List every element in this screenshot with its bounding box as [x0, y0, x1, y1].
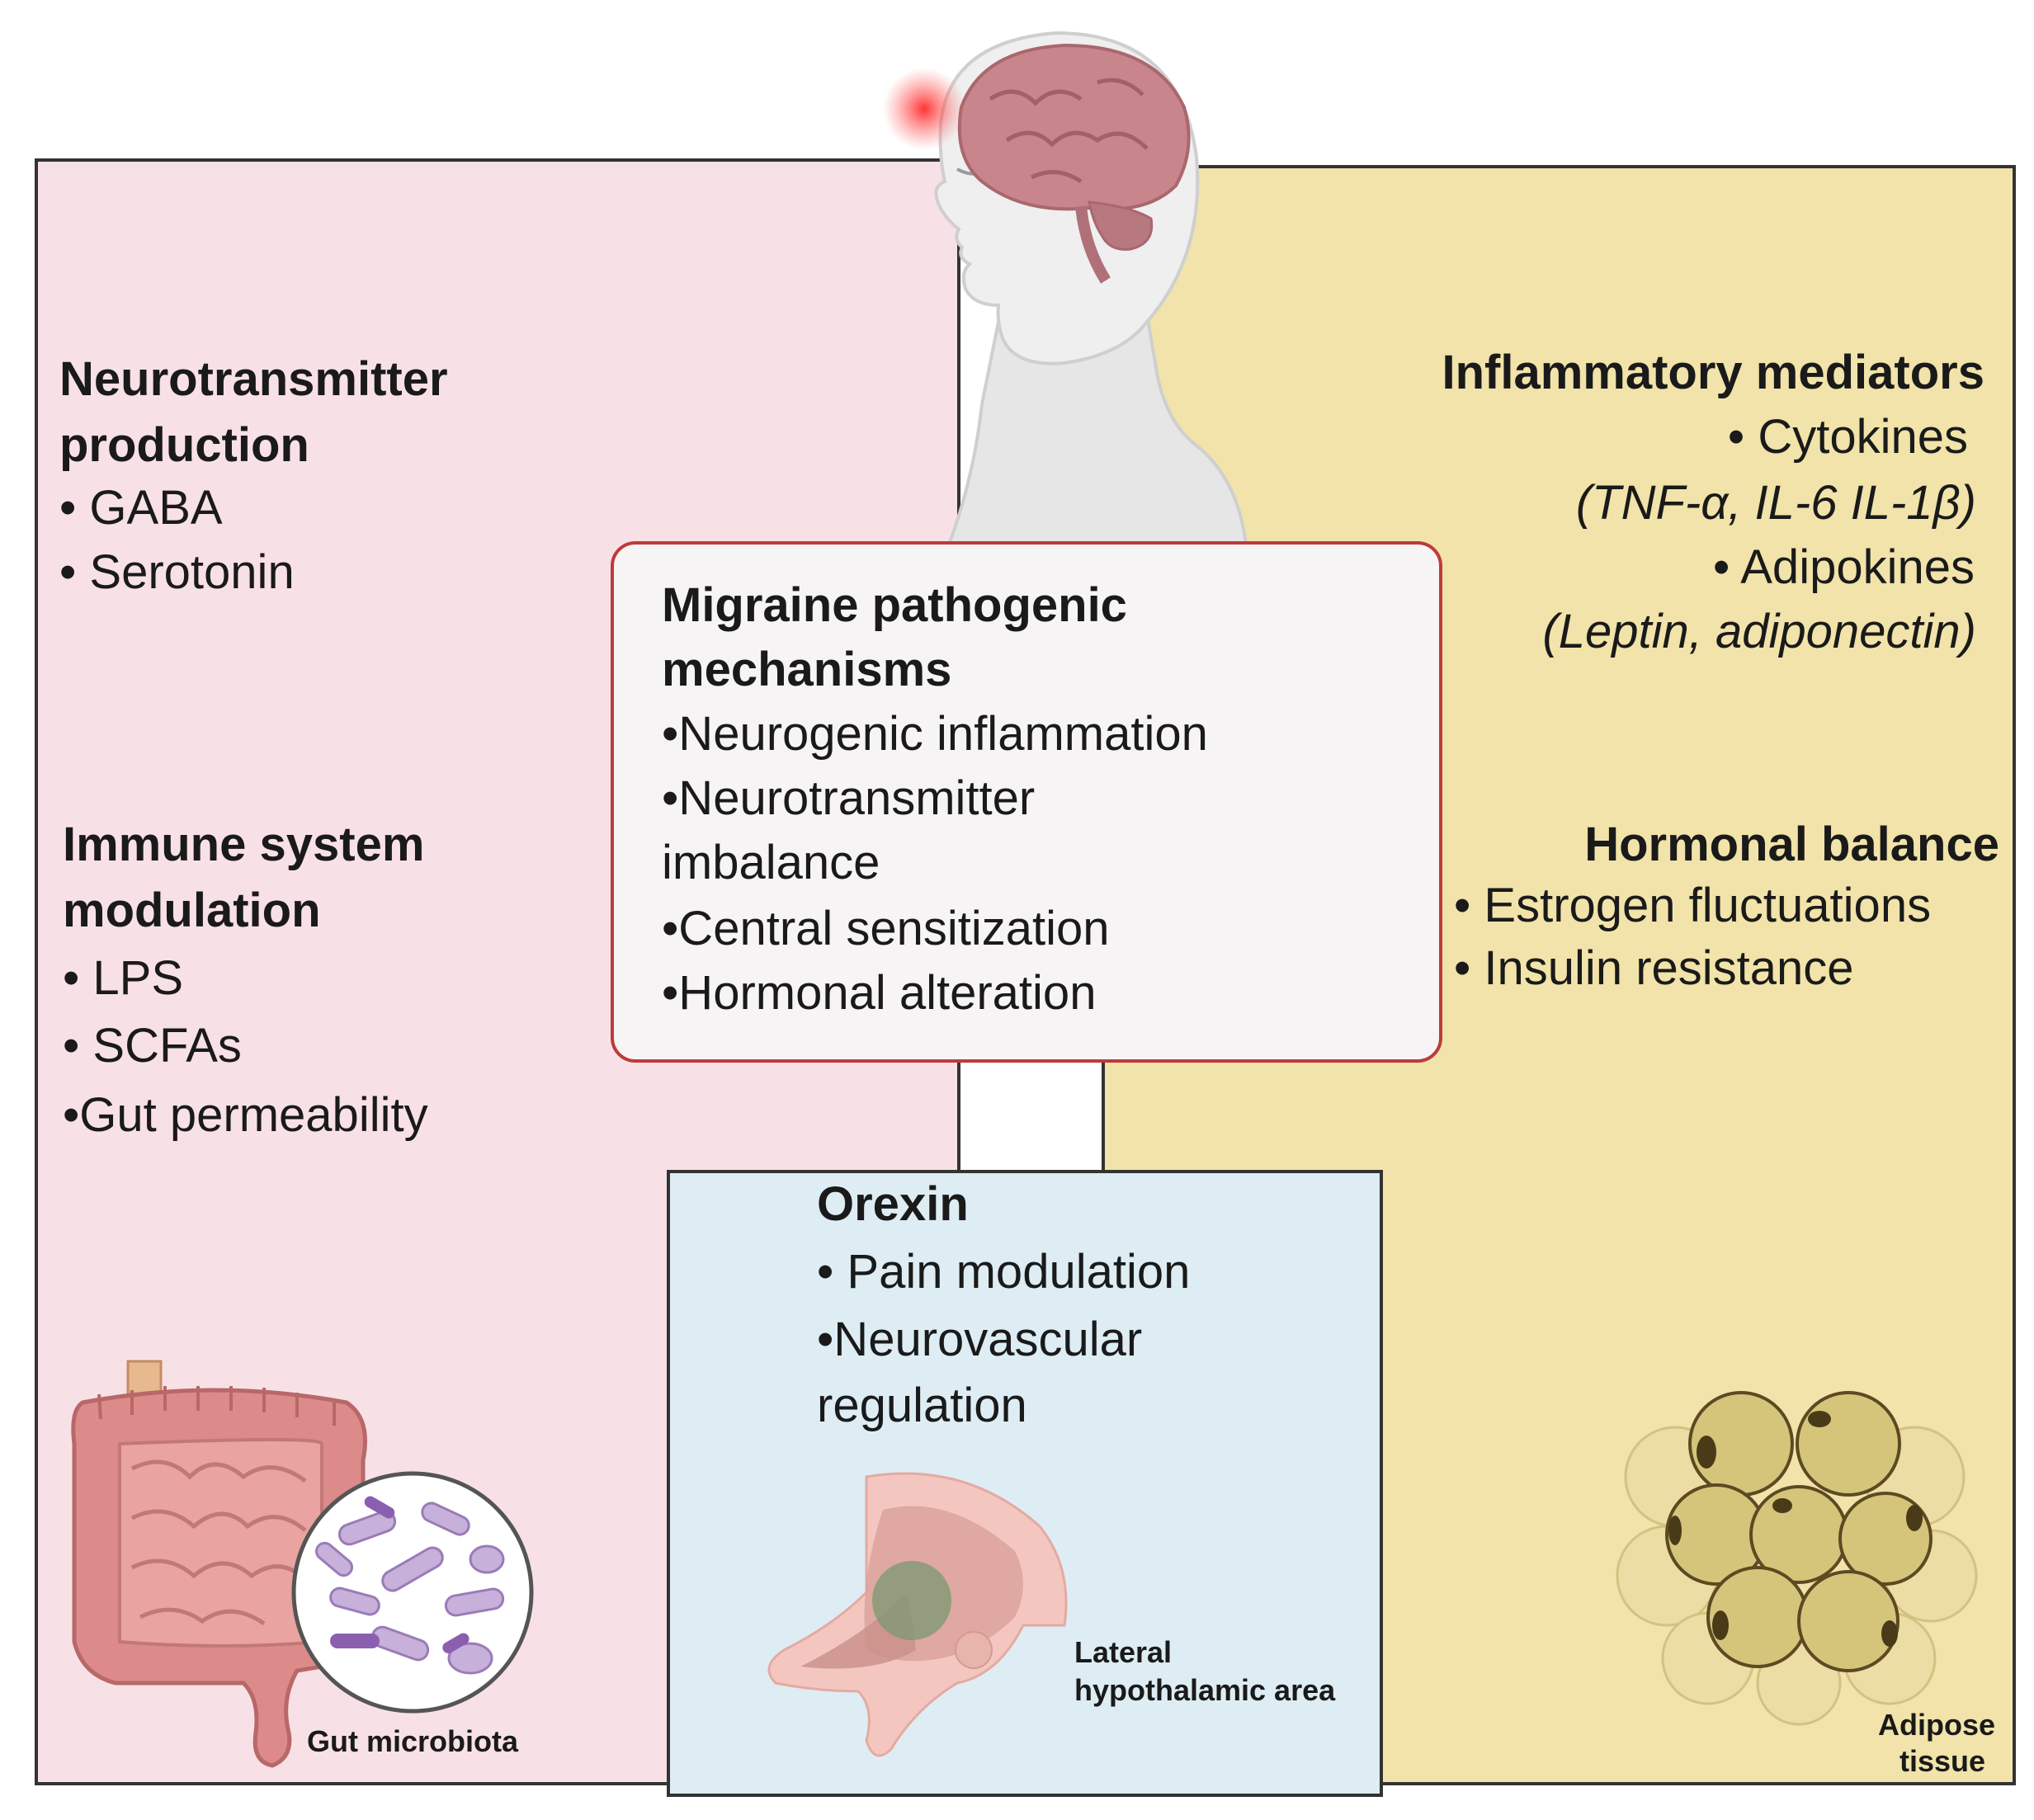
inflam-item-cytokines: • Cytokines [1727, 410, 1968, 464]
neurotransmitter-heading-line1: Neurotransmitter [59, 352, 448, 406]
hypothalamus-icon [767, 1472, 1068, 1757]
lha-label-line1: Lateral [1074, 1635, 1173, 1669]
inflam-cytokines-detail: (TNF-α, IL-6 IL-1β) [1575, 476, 1976, 530]
orexin-heading: Orexin [817, 1177, 969, 1231]
orexin-item-pain: • Pain modulation [817, 1245, 1191, 1299]
migraine-item-neurogenic: •Neurogenic inflammation [662, 707, 1208, 761]
neuro-item-serotonin: • Serotonin [59, 545, 295, 599]
inflam-adipokines-detail: (Leptin, adiponectin) [1542, 605, 1976, 658]
hormonal-item-estrogen: • Estrogen fluctuations [1454, 879, 1932, 932]
lha-label-line2: hypothalamic area [1074, 1673, 1336, 1707]
orexin-item-neurovascular: •Neurovascular [817, 1313, 1143, 1366]
adipose-tissue-label-line2: tissue [1900, 1744, 1986, 1778]
migraine-mechanisms-box [611, 541, 1442, 1063]
hormonal-item-insulin: • Insulin resistance [1454, 941, 1854, 995]
immune-item-gut-permeability: •Gut permeability [63, 1088, 428, 1142]
orexin-item-regulation: regulation [817, 1379, 1027, 1432]
neurotransmitter-heading-line2: production [59, 418, 309, 472]
inflam-item-adipokines: • Adipokines [1713, 540, 1975, 594]
head-brain-icon [883, 31, 1248, 546]
immune-item-scfas: • SCFAs [63, 1019, 242, 1073]
hormonal-heading: Hormonal balance [1584, 818, 1999, 871]
inflammatory-heading: Inflammatory mediators [1442, 346, 1984, 399]
immune-heading-line2: modulation [63, 884, 321, 937]
migraine-heading-line2: mechanisms [662, 643, 952, 696]
migraine-item-hormonal: •Hormonal alteration [662, 966, 1097, 1020]
migraine-item-central: •Central sensitization [662, 902, 1110, 955]
immune-item-lps: • LPS [63, 951, 184, 1005]
migraine-heading-line1: Migraine pathogenic [662, 578, 1127, 632]
neuro-item-gaba: • GABA [59, 481, 223, 535]
gut-microbiota-label: Gut microbiota [307, 1724, 519, 1758]
bacteria-magnifier-icon [291, 1471, 534, 1714]
orexin-box [667, 1170, 1383, 1797]
migraine-item-imbalance: imbalance [662, 836, 880, 889]
adipose-tissue-label-line1: Adipose [1878, 1708, 1996, 1742]
immune-heading-line1: Immune system [63, 818, 425, 871]
migraine-item-neurotransmitter: •Neurotransmitter [662, 771, 1036, 825]
intestine-icon [71, 1360, 367, 1768]
adipocytes-icon [1616, 1391, 1978, 1726]
